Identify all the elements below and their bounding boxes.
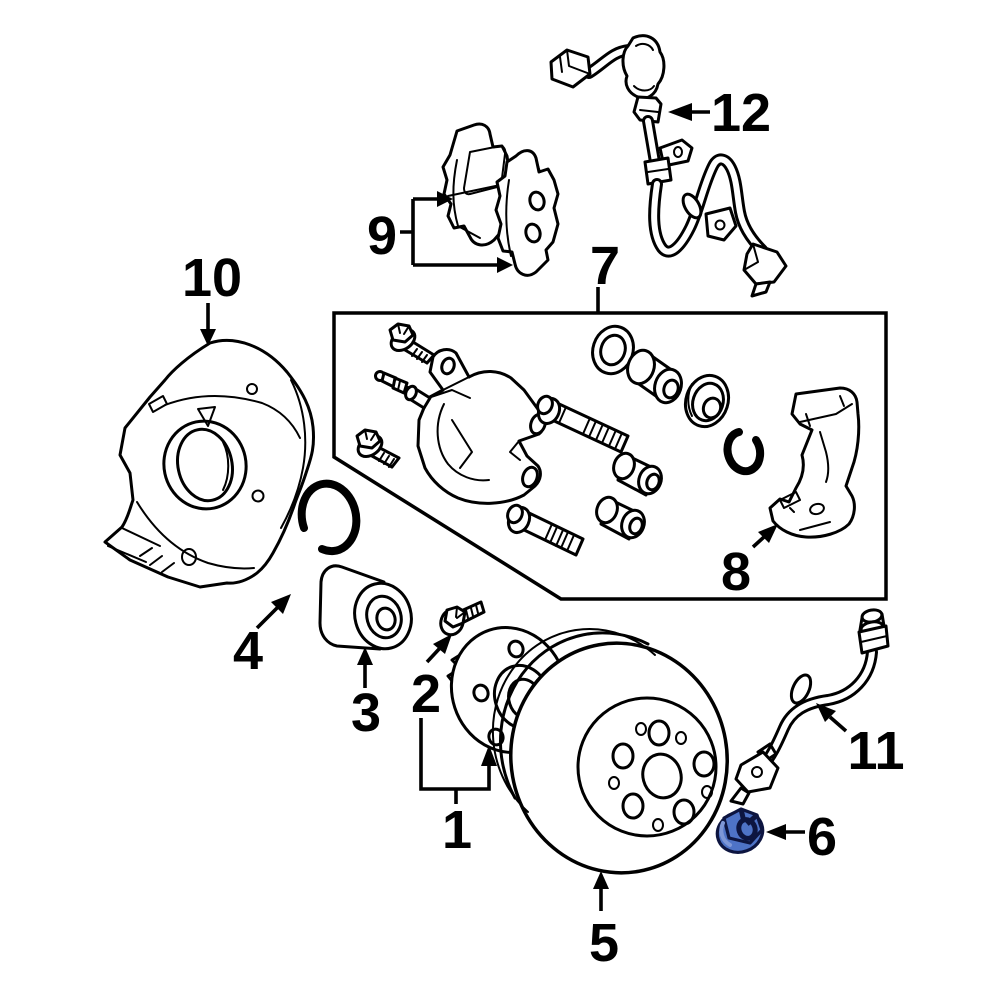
axle-nut-bore xyxy=(736,817,758,841)
callout-6-leader xyxy=(766,824,805,840)
callout-3-leader xyxy=(357,647,373,688)
callout-1: 1 xyxy=(442,800,472,860)
guide-pin-bolt-upper xyxy=(536,394,630,454)
caliper-mount-bolt xyxy=(355,428,401,469)
part-caliper-bracket xyxy=(768,386,861,539)
guide-pin-bolt-lower xyxy=(506,503,585,557)
part-brake-rotor xyxy=(491,628,729,875)
callout-12: 12 xyxy=(711,83,771,143)
callout-5-leader xyxy=(593,871,609,911)
part-brake-pads xyxy=(441,122,560,277)
callout-4: 4 xyxy=(233,621,263,681)
callout-2: 2 xyxy=(411,664,441,724)
part-brake-hose xyxy=(729,608,890,806)
callout-4-leader xyxy=(255,594,291,630)
callout-11-leader xyxy=(816,703,848,733)
callout-5: 5 xyxy=(589,913,619,973)
part-hub-bolt xyxy=(439,600,486,637)
bleeder-screw xyxy=(374,370,416,397)
caliper-piston xyxy=(626,348,683,405)
piston-set-ring xyxy=(723,428,765,476)
callout-8: 8 xyxy=(721,542,751,602)
callout-9: 9 xyxy=(367,206,397,266)
callout-11: 11 xyxy=(847,721,904,781)
part-abs-sensor-wire xyxy=(549,34,788,298)
slide-bushing-upper xyxy=(612,451,663,497)
part-wheel-bearing xyxy=(318,564,413,651)
callout-9-leader xyxy=(400,191,513,273)
callout-12-leader xyxy=(668,103,710,121)
callout-1-leader xyxy=(419,718,497,804)
callout-6: 6 xyxy=(807,807,837,867)
part-snap-ring xyxy=(297,479,361,556)
part-splash-shield xyxy=(103,338,315,589)
piston-boot xyxy=(683,373,731,429)
callout-7: 7 xyxy=(590,236,620,296)
callout-3: 3 xyxy=(351,683,381,743)
callout-10-leader xyxy=(200,303,216,346)
callout-10: 10 xyxy=(182,248,242,308)
slide-bushing-lower xyxy=(595,495,646,541)
callout-2-leader xyxy=(425,634,452,664)
part-axle-nut-highlighted xyxy=(715,807,765,854)
callout-8-leader xyxy=(751,524,778,549)
